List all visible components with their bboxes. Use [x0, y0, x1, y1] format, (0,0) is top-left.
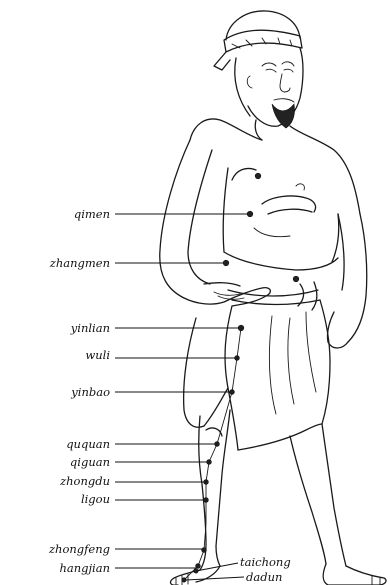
- label-dadun: dadun: [246, 570, 282, 584]
- figure-illustration: [160, 11, 386, 585]
- label-qiguan: qiguan: [70, 455, 110, 469]
- meridian-points: [182, 173, 299, 582]
- label-wuli: wuli: [85, 348, 110, 362]
- point-marker-waist: [293, 276, 299, 282]
- point-marker-qimen: [247, 211, 253, 217]
- label-yinlian: yinlian: [70, 321, 110, 335]
- leader-line-dadun: [186, 577, 244, 580]
- point-marker-zhangmen: [223, 260, 229, 266]
- label-zhongdu: zhongdu: [59, 474, 110, 488]
- label-yinbao: yinbao: [70, 385, 110, 399]
- label-hangjian: hangjian: [59, 561, 110, 575]
- label-taichong: taichong: [240, 555, 291, 569]
- channel-path: [184, 328, 241, 580]
- label-zhangmen: zhangmen: [49, 256, 110, 270]
- leader-lines: [115, 214, 248, 580]
- label-ququan: ququan: [66, 437, 110, 451]
- label-zhongfeng: zhongfeng: [48, 542, 110, 556]
- label-ligou: ligou: [81, 492, 110, 506]
- point-marker-qimen-upper: [255, 173, 261, 179]
- label-qimen: qimen: [74, 207, 110, 221]
